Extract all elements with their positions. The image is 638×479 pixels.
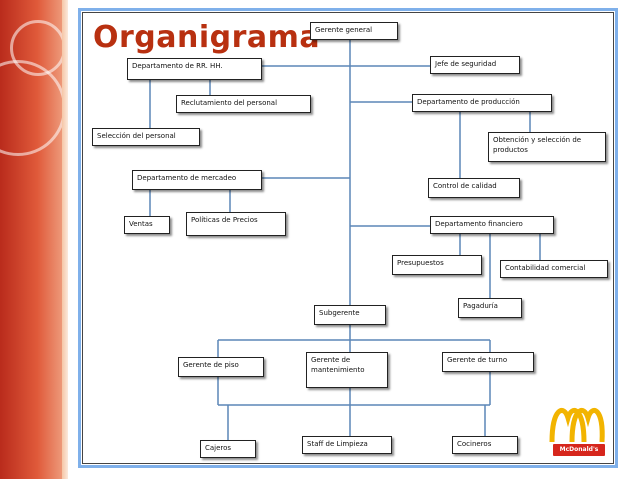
node-gerente-turno: Gerente de turno (442, 352, 534, 372)
logo-wordmark: McDonald's (553, 444, 605, 456)
node-rrhh: Departamento de RR. HH. (127, 58, 262, 80)
node-reclutamiento: Reclutamiento del personal (176, 95, 311, 113)
node-cocineros: Cocineros (452, 436, 518, 454)
decorative-sidebar (0, 0, 68, 479)
node-seleccion: Selección del personal (92, 128, 200, 146)
node-presupuestos: Presupuestos (392, 255, 482, 275)
decorative-stripe (62, 0, 68, 479)
node-pagaduria: Pagaduría (458, 298, 522, 318)
node-subgerente: Subgerente (314, 305, 386, 325)
node-financiero: Departamento financiero (430, 216, 554, 234)
mcdonalds-logo-icon (549, 407, 605, 443)
node-calidad: Control de calidad (428, 178, 520, 198)
node-gerente-piso: Gerente de piso (178, 357, 264, 377)
node-contabilidad: Contabilidad comercial (500, 260, 608, 278)
slide-title: Organigrama (93, 20, 321, 55)
node-mercadeo: Departamento de mercadeo (132, 170, 262, 190)
node-obtencion: Obtención y selección de productos (488, 132, 606, 162)
diagram-area (82, 12, 614, 464)
node-staff: Staff de Limpieza (302, 436, 392, 454)
node-produccion: Departamento de producción (412, 94, 552, 112)
node-ventas: Ventas (124, 216, 170, 234)
node-politicas: Políticas de Precios (186, 212, 286, 236)
node-gerente-mantenimiento: Gerente de mantenimiento (306, 352, 388, 388)
node-seguridad: Jefe de seguridad (430, 56, 520, 74)
node-gerente-general: Gerente general (310, 22, 398, 40)
slide-frame (78, 8, 618, 468)
node-cajeros: Cajeros (200, 440, 256, 458)
